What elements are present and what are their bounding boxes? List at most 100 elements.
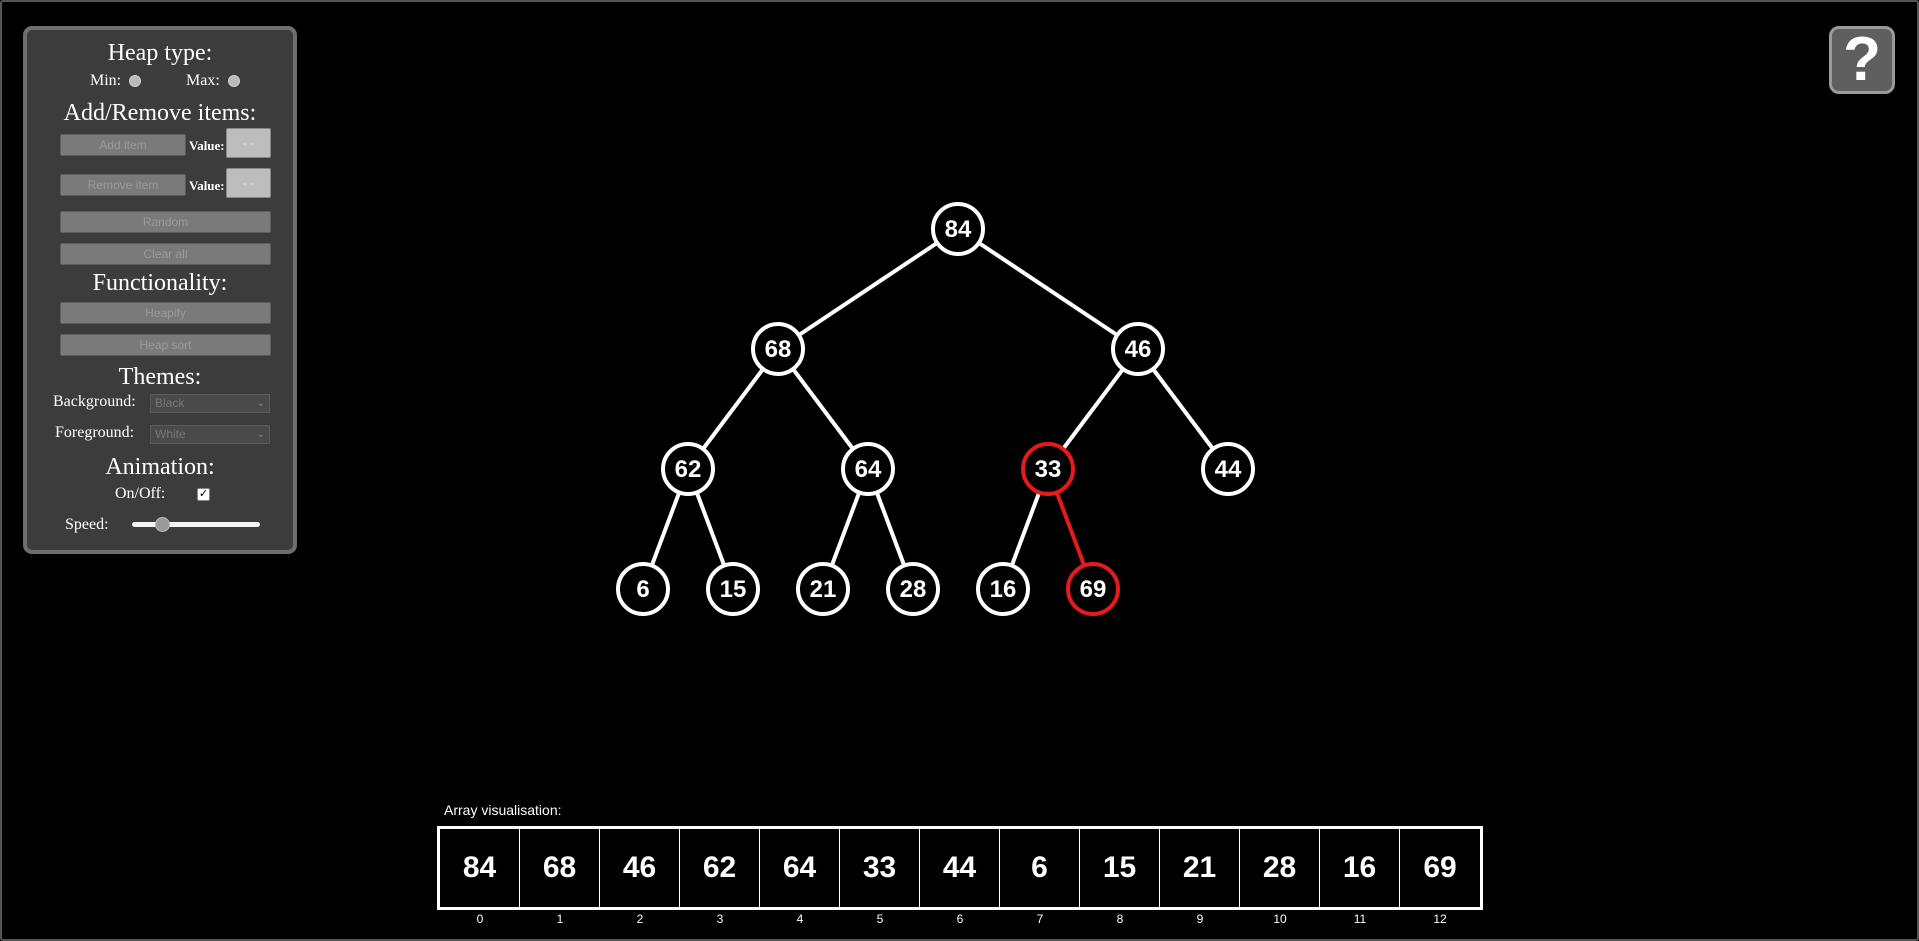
tree-node: 69 <box>1066 562 1120 616</box>
heap-type-title: Heap type: <box>107 40 213 66</box>
array-cell: 6 <box>1000 829 1080 907</box>
array-caption: Array visualisation: <box>444 802 562 818</box>
array-index: 9 <box>1196 912 1204 926</box>
background-label: Background: <box>53 393 136 410</box>
array-index: 11 <box>1353 912 1367 926</box>
foreground-label: Foreground: <box>55 424 135 441</box>
tree-edge <box>694 491 727 567</box>
tree-edge <box>1009 491 1042 567</box>
tree-node-value: 6 <box>636 576 649 603</box>
chevron-down-icon: ⌄ <box>256 398 265 409</box>
array-cell: 68 <box>520 829 600 907</box>
tree-edge <box>874 491 907 567</box>
tree-node: 62 <box>661 442 715 496</box>
tree-node-value: 28 <box>900 576 927 603</box>
tree-node: 16 <box>976 562 1030 616</box>
array-cell: 16 <box>1320 829 1400 907</box>
tree-node-value: 84 <box>945 216 972 243</box>
speed-slider-thumb[interactable] <box>154 517 170 532</box>
functionality-title: Functionality: <box>92 270 228 296</box>
tree-node-value: 69 <box>1080 576 1107 603</box>
array-cell: 15 <box>1080 829 1160 907</box>
array-cell: 46 <box>600 829 680 907</box>
array-cell: 62 <box>680 829 760 907</box>
array-index: 8 <box>1116 912 1124 926</box>
tree-node-circle <box>661 442 715 496</box>
tree-edge <box>829 491 862 567</box>
tree-node-value: 21 <box>810 576 837 603</box>
tree-node-circle <box>751 322 805 376</box>
background-select[interactable]: Black ⌄ <box>150 394 270 413</box>
array-index: 12 <box>1433 912 1447 926</box>
array-index: 1 <box>556 912 564 926</box>
tree-node-circle <box>931 202 985 256</box>
max-radio[interactable] <box>228 75 240 87</box>
array-cell: 84 <box>440 829 520 907</box>
array-index: 3 <box>716 912 724 926</box>
remove-item-button[interactable]: Remove item <box>60 174 186 196</box>
min-label: Min: <box>90 72 122 89</box>
add-remove-title: Add/Remove items: <box>63 100 257 126</box>
tree-node-circle <box>841 442 895 496</box>
tree-node-value: 62 <box>675 456 702 483</box>
tree-edge <box>1061 367 1125 451</box>
tree-node-circle <box>616 562 670 616</box>
array-index: 6 <box>956 912 964 926</box>
tree-node-circle <box>1201 442 1255 496</box>
animation-checkbox[interactable]: ✓ <box>197 488 210 501</box>
heapify-button[interactable]: Heapify <box>60 302 271 324</box>
tree-edge <box>791 367 855 451</box>
tree-node-circle <box>886 562 940 616</box>
add-item-button[interactable]: Add item <box>60 134 186 156</box>
tree-node: 15 <box>706 562 760 616</box>
control-panel: Heap type: Min: Max: Add/Remove items: A… <box>23 26 297 554</box>
chevron-down-icon: ⌄ <box>256 429 265 440</box>
tree-node-value: 33 <box>1035 456 1062 483</box>
tree-node-circle <box>1021 442 1075 496</box>
tree-node-circle <box>796 562 850 616</box>
value-label-remove: Value: <box>189 178 225 193</box>
array-cell: 28 <box>1240 829 1320 907</box>
tree-node: 46 <box>1111 322 1165 376</box>
array-cell: 69 <box>1423 851 1457 884</box>
tree-node: 44 <box>1201 442 1255 496</box>
tree-node-circle <box>976 562 1030 616</box>
themes-title: Themes: <box>118 364 202 390</box>
remove-value-input[interactable]: - - <box>226 168 271 198</box>
tree-node-value: 64 <box>855 456 882 483</box>
array-index: 7 <box>1036 912 1044 926</box>
tree-edge <box>1151 367 1215 451</box>
array-index: 5 <box>876 912 884 926</box>
array-index: 10 <box>1273 912 1287 926</box>
tree-node-value: 46 <box>1125 336 1152 363</box>
tree-node-value: 68 <box>765 336 792 363</box>
add-value-input[interactable]: - - <box>226 128 271 158</box>
speed-slider[interactable] <box>132 522 260 527</box>
min-radio[interactable] <box>129 75 141 87</box>
heap-sort-button[interactable]: Heap sort <box>60 334 271 356</box>
array-index: 0 <box>476 912 484 926</box>
animation-title: Animation: <box>105 454 215 480</box>
tree-node-value: 16 <box>990 576 1017 603</box>
speed-label: Speed: <box>65 516 109 533</box>
onoff-label: On/Off: <box>115 485 166 502</box>
tree-node-value: 44 <box>1215 456 1242 483</box>
tree-node: 21 <box>796 562 850 616</box>
tree-node-circle <box>1066 562 1120 616</box>
tree-node-value: 15 <box>720 576 747 603</box>
help-button[interactable]: ? <box>1829 26 1895 94</box>
array-cell: 33 <box>840 829 920 907</box>
tree-node: 84 <box>931 202 985 256</box>
foreground-select[interactable]: White ⌄ <box>150 425 270 444</box>
clear-button[interactable]: Clear all <box>60 243 271 265</box>
tree-edge <box>649 491 682 567</box>
tree-node-circle <box>1111 322 1165 376</box>
tree-node: 64 <box>841 442 895 496</box>
tree-edge <box>701 367 765 451</box>
tree-edge <box>1054 491 1087 567</box>
tree-node: 33 <box>1021 442 1075 496</box>
array-cell: 44 <box>920 829 1000 907</box>
random-button[interactable]: Random <box>60 211 271 233</box>
